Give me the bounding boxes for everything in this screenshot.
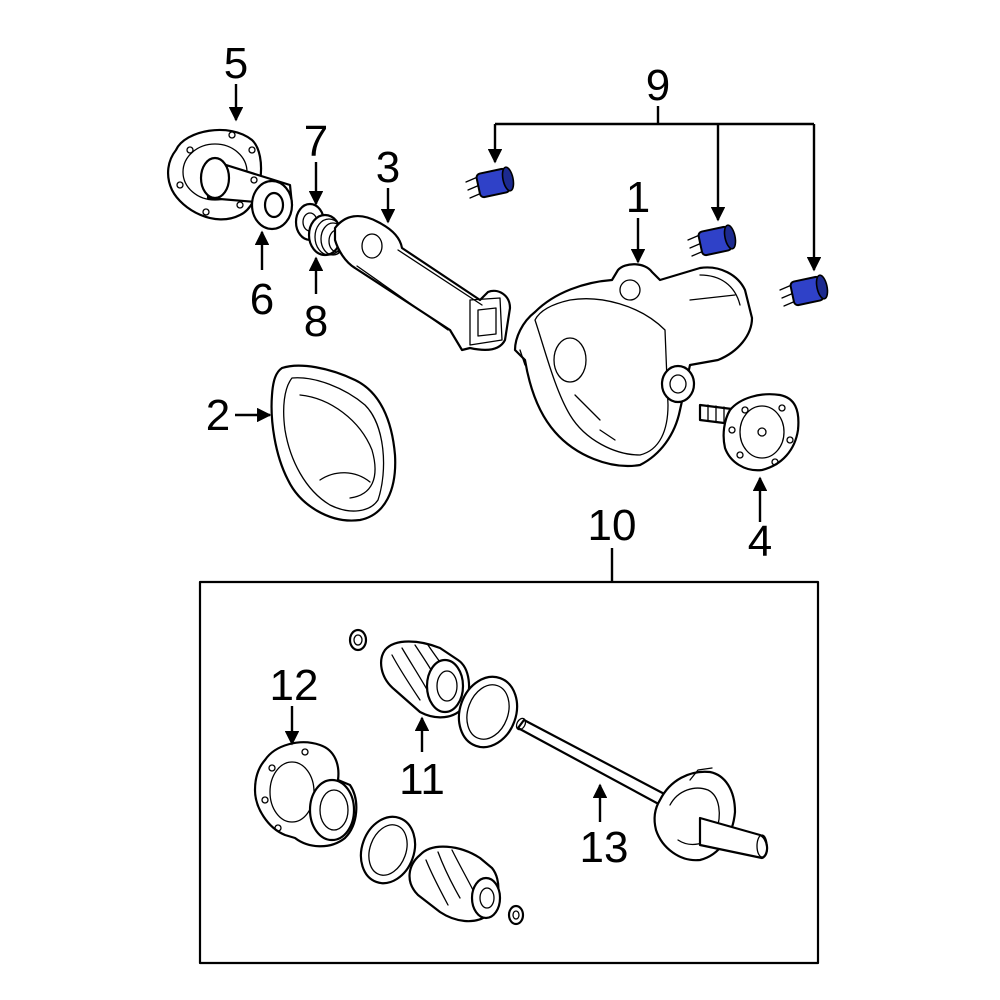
callout-7: 7	[304, 117, 328, 166]
boot-clamp-inner[interactable]	[449, 669, 526, 756]
leader-lines	[228, 84, 822, 822]
boot-clamp-outer[interactable]	[352, 809, 424, 891]
part-9-bushing-b[interactable]	[687, 224, 737, 257]
part-9-bushing-a[interactable]	[465, 166, 515, 199]
part-11-boot-inner[interactable]	[380, 640, 471, 719]
callout-12: 12	[270, 661, 319, 710]
callout-8: 8	[304, 297, 328, 346]
part-4-pinion-flange[interactable]	[698, 393, 800, 472]
callout-13: 13	[580, 823, 629, 872]
snap-ring-inner[interactable]	[348, 628, 368, 652]
part-6-washer[interactable]	[250, 179, 294, 231]
callout-2: 2	[206, 391, 230, 440]
part-9-bushing-c[interactable]	[779, 274, 829, 307]
callout-1: 1	[626, 173, 650, 222]
part-3-axle-tube[interactable]	[333, 214, 512, 352]
callout-6: 6	[250, 275, 274, 324]
part-10-assembly-frame	[198, 580, 820, 965]
callout-5: 5	[224, 39, 248, 88]
callout-10: 10	[588, 501, 637, 550]
callout-labels: 1 2 3 4 5 6 7 8 9 10 11 12 13	[206, 39, 772, 872]
boot-outer[interactable]	[408, 845, 502, 923]
part-13-axle-shaft[interactable]	[515, 717, 769, 862]
callout-3: 3	[376, 143, 400, 192]
part-12-outer-joint[interactable]	[253, 741, 358, 848]
callout-4: 4	[748, 517, 772, 566]
snap-ring-outer[interactable]	[507, 904, 525, 926]
callout-9: 9	[646, 61, 670, 110]
part-1-differential-housing[interactable]	[513, 263, 754, 468]
part-2-cover[interactable]	[270, 364, 397, 522]
callout-11: 11	[399, 755, 445, 804]
